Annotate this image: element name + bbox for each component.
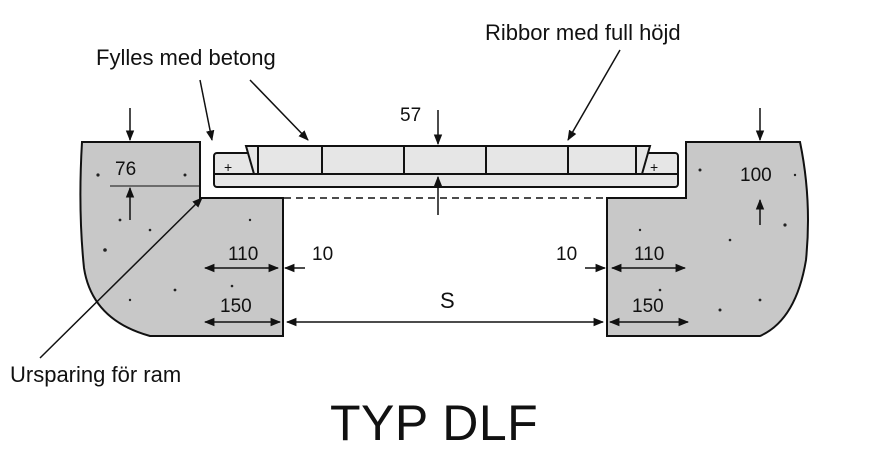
callout-fill: Fylles med betong [96, 45, 276, 70]
dim-10-right-label: 10 [556, 244, 578, 265]
dim-76-label: 76 [115, 159, 137, 180]
ribs-leader [567, 49, 621, 141]
dim-10-left-label: 10 [312, 244, 334, 265]
fill-leader [199, 79, 215, 142]
dim-150-left-label: 150 [220, 296, 252, 317]
svg-text:+: + [650, 159, 658, 175]
frame-fill-marks: ++ [224, 159, 658, 175]
dim-110-right-label: 110 [634, 244, 665, 265]
right-concrete-block [606, 141, 809, 337]
dim-100-label: 100 [740, 165, 772, 186]
span-label: S [440, 288, 455, 313]
callout-recess: Ursparing för ram [10, 362, 182, 387]
callout-ribs: Ribbor med full höjd [485, 20, 681, 45]
dim-57-label: 57 [400, 105, 422, 126]
recess-outline [199, 142, 690, 336]
dim-110-left-label: 110 [228, 244, 259, 265]
svg-text:+: + [224, 159, 232, 175]
grating-body [244, 145, 652, 175]
drawing-title: TYP DLF [330, 395, 539, 451]
recess-leader [39, 197, 203, 359]
grating-ribs [257, 146, 637, 174]
horizontal-dimensions [203, 263, 690, 327]
dim-150-right-label: 150 [632, 296, 664, 317]
grating-unit [213, 145, 679, 188]
fill-leader-2 [249, 79, 309, 141]
concrete-texture [96, 168, 797, 312]
